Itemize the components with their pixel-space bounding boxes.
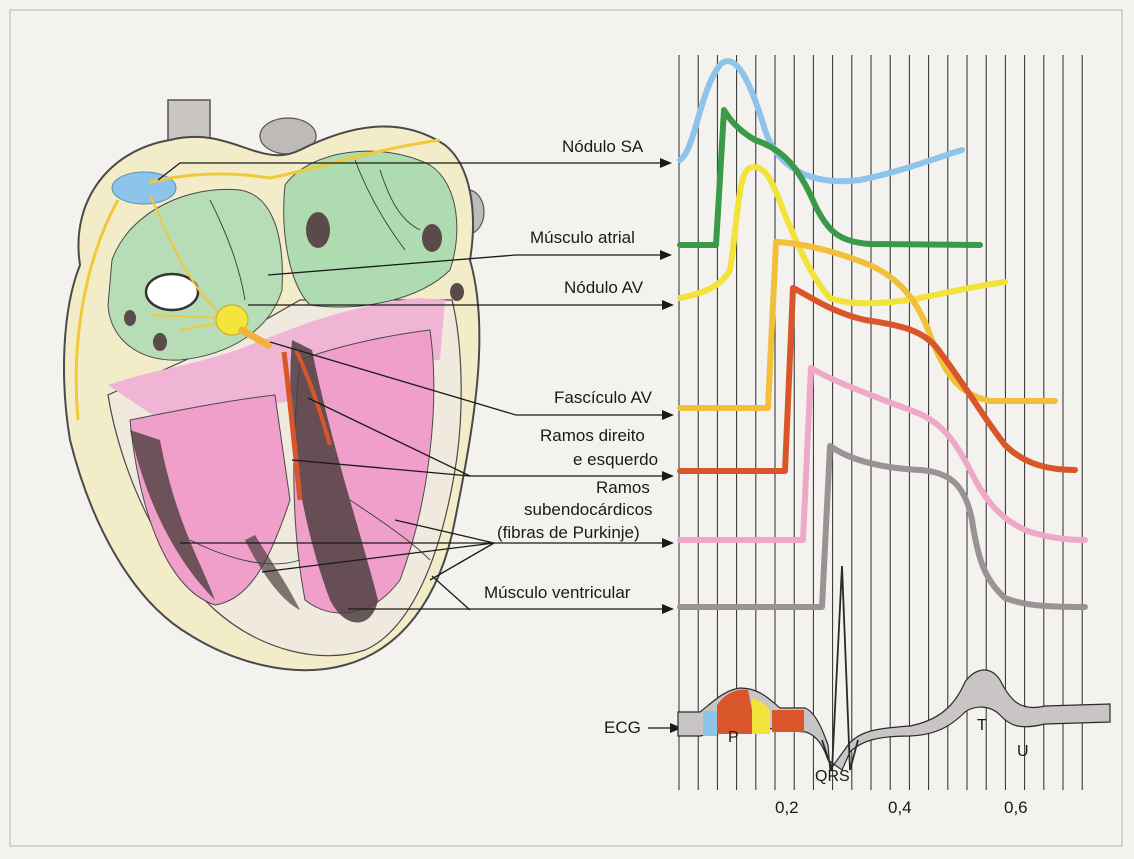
label-purkinje-3: (fibras de Purkinje) <box>497 523 640 542</box>
sa-node-marker <box>112 172 176 204</box>
label-p-wave: P <box>728 729 739 746</box>
atrial-opening <box>153 333 167 351</box>
label-purkinje-1: Ramos <box>596 478 650 497</box>
label-t-wave: T <box>977 717 987 734</box>
time-tick-0-4: 0,4 <box>888 798 912 817</box>
label-bundle-branches-1: Ramos direito <box>540 426 645 445</box>
atrial-opening-2 <box>124 310 136 326</box>
label-purkinje-2: subendocárdicos <box>524 500 653 519</box>
ecg-pr-segment <box>772 710 804 732</box>
label-av-node: Nódulo AV <box>564 278 644 297</box>
label-u-wave: U <box>1017 743 1029 760</box>
pulmonary-vein-opening-2 <box>422 224 442 252</box>
label-av-bundle: Fascículo AV <box>554 388 653 407</box>
pulmonary-vein-opening <box>306 212 330 248</box>
label-ecg: ECG <box>604 718 641 737</box>
atrial-opening-3 <box>450 283 464 301</box>
time-tick-0-6: 0,6 <box>1004 798 1028 817</box>
coronary-sinus-opening <box>146 274 198 310</box>
label-qrs: QRS <box>815 768 850 785</box>
time-tick-0-2: 0,2 <box>775 798 799 817</box>
label-ventricular-muscle: Músculo ventricular <box>484 583 631 602</box>
label-sa-node: Nódulo SA <box>562 137 644 156</box>
label-atrial-muscle: Músculo atrial <box>530 228 635 247</box>
label-bundle-branches-2: e esquerdo <box>573 450 658 469</box>
ecg-p-sa-segment <box>703 711 717 736</box>
